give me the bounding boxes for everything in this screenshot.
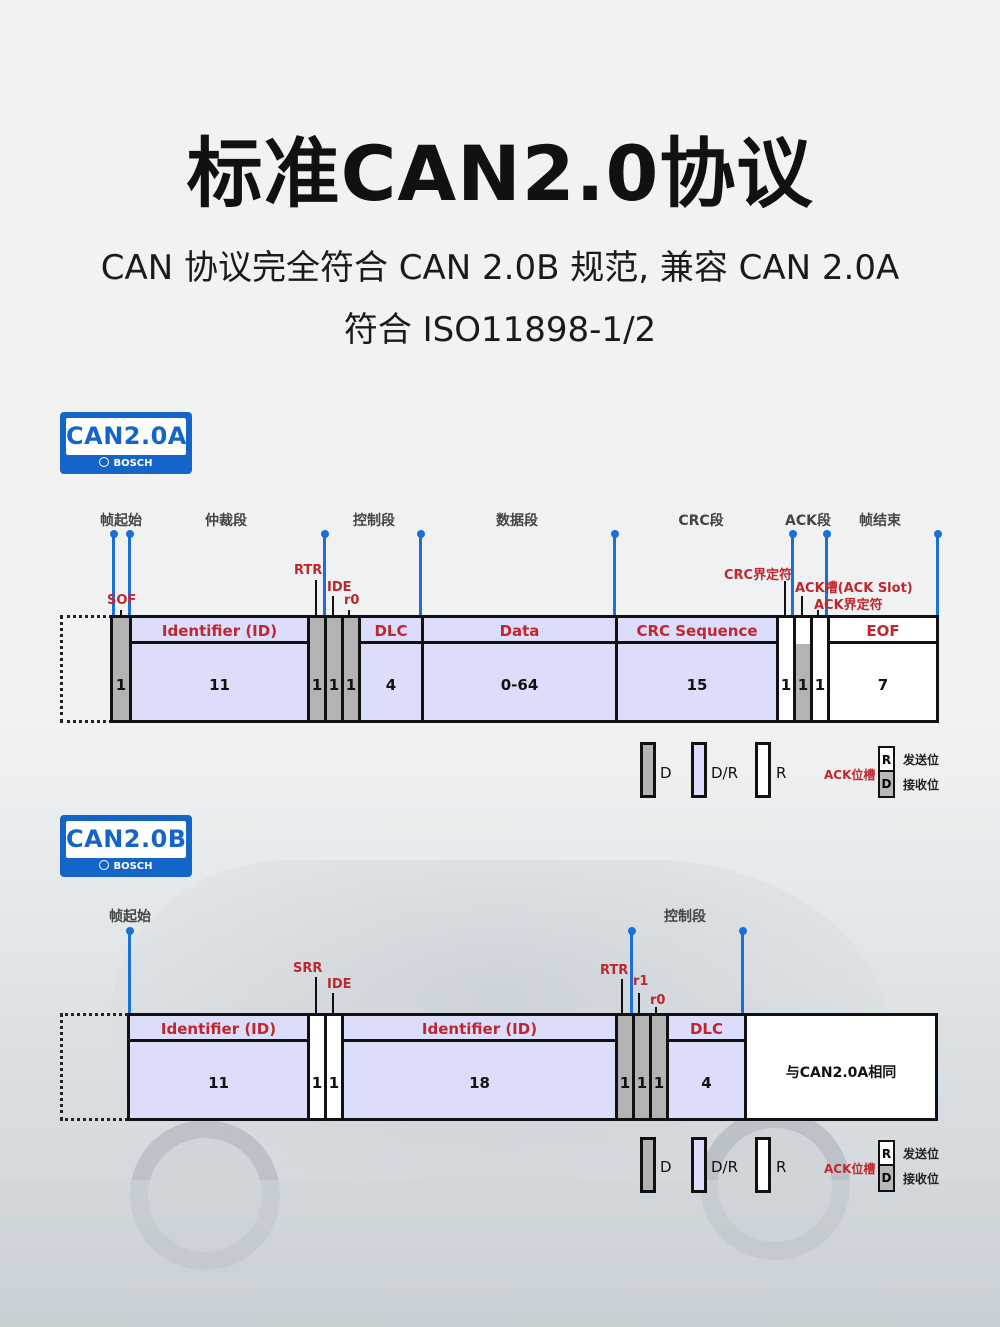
- page-title: 标准CAN2.0协议: [186, 129, 814, 218]
- can20a-badge: CAN2.0A BOSCH: [60, 412, 192, 474]
- field-same-as-20a: 与CAN2.0A相同: [747, 1016, 935, 1118]
- arrow-line: [332, 596, 334, 624]
- bus-idle-area: [60, 615, 112, 723]
- legend-dominant-label: D: [660, 764, 672, 782]
- arrow-line: [621, 979, 623, 1021]
- can20a-frame: 1 Identifier (ID) 11 1 1 1 DLC 4 Data 0-…: [110, 615, 939, 723]
- field-rtr: 1: [310, 618, 327, 720]
- background-road: [0, 1180, 1000, 1327]
- field-crc-sequence: CRC Sequence 15: [618, 618, 779, 720]
- field-identifier-base: Identifier (ID) 11: [130, 1016, 310, 1118]
- field-srr: 1: [310, 1016, 327, 1118]
- segment-marker-line: [613, 534, 616, 640]
- bit-label-r1: r1: [633, 974, 649, 989]
- field-r1: 1: [635, 1016, 652, 1118]
- bosch-logo-icon: [99, 860, 110, 870]
- bit-label-ide: IDE: [327, 580, 352, 595]
- field-ack-slot: 1: [796, 618, 813, 720]
- field-crc-delimiter: 1: [779, 618, 796, 720]
- segment-marker-line: [825, 534, 828, 640]
- legend-dominant-swatch: [640, 1137, 656, 1193]
- legend-recessive-label: R: [776, 1158, 787, 1176]
- field-r0: 1: [652, 1016, 669, 1118]
- legend-ack-slot: R D: [878, 1140, 895, 1192]
- segment-label-sof: 帧起始: [100, 513, 142, 529]
- segment-label-sof: 帧起始: [109, 909, 151, 925]
- field-identifier-extended: Identifier (ID) 18: [344, 1016, 618, 1118]
- segment-label-eof: 帧结束: [859, 513, 901, 529]
- legend-recessive-swatch: [755, 742, 771, 798]
- segment-marker-line: [323, 534, 326, 640]
- field-identifier: Identifier (ID) 11: [132, 618, 310, 720]
- subtitle-line-1: CAN 协议完全符合 CAN 2.0B 规范, 兼容 CAN 2.0A: [100, 248, 900, 288]
- arrow-line: [332, 993, 334, 1021]
- badge-label: CAN2.0A: [66, 418, 186, 455]
- legend-recessive-label: R: [776, 764, 787, 782]
- arrow-line: [638, 993, 640, 1021]
- segment-label-control: 控制段: [664, 909, 706, 925]
- field-eof: EOF 7: [830, 618, 936, 720]
- can20b-frame: Identifier (ID) 11 1 1 Identifier (ID) 1…: [127, 1013, 938, 1121]
- field-ide: 1: [327, 1016, 344, 1118]
- segment-marker-line: [630, 931, 633, 1013]
- field-data: Data 0-64: [424, 618, 618, 720]
- can20b-badge: CAN2.0B BOSCH: [60, 815, 192, 877]
- segment-label-control: 控制段: [353, 513, 395, 529]
- legend-ack-title: ACK位槽: [824, 768, 876, 782]
- field-dlc: DLC 4: [669, 1016, 747, 1118]
- arrow-line: [801, 596, 803, 624]
- bit-label-sof: SOF: [107, 593, 137, 608]
- segment-label-crc: CRC段: [678, 513, 724, 529]
- legend-receive-bit: 接收位: [903, 1172, 940, 1186]
- bosch-logo-icon: [99, 457, 110, 467]
- segment-marker-line: [936, 534, 939, 618]
- legend-receive-bit: 接收位: [903, 778, 940, 792]
- field-ide: 1: [327, 618, 344, 720]
- bit-label-rtr: RTR: [600, 963, 629, 978]
- badge-label: CAN2.0B: [66, 821, 186, 858]
- bit-label-ack-delimiter: ACK界定符: [814, 598, 883, 613]
- arrow-line: [315, 977, 317, 1021]
- legend-dr-swatch: [691, 742, 707, 798]
- field-dlc: DLC 4: [361, 618, 424, 720]
- bit-label-ack-slot: ACK槽(ACK Slot): [795, 581, 913, 596]
- bit-label-ide: IDE: [327, 977, 352, 992]
- legend-dr-swatch: [691, 1137, 707, 1193]
- badge-brand: BOSCH: [60, 859, 192, 875]
- legend-send-bit: 发送位: [903, 753, 940, 767]
- legend-ack-slot: R D: [878, 746, 895, 798]
- field-rtr: 1: [618, 1016, 635, 1118]
- segment-marker-line: [128, 931, 131, 1013]
- field-sof: 1: [113, 618, 132, 720]
- badge-brand: BOSCH: [60, 456, 192, 472]
- bit-label-r0: r0: [650, 993, 666, 1008]
- bit-label-r0: r0: [344, 593, 360, 608]
- bit-label-rtr: RTR: [294, 563, 323, 578]
- legend-dominant-swatch: [640, 742, 656, 798]
- arrow-line: [784, 581, 786, 624]
- arrow-line: [315, 580, 317, 624]
- subtitle-line-2: 符合 ISO11898-1/2: [343, 310, 657, 350]
- segment-marker-line: [128, 534, 131, 640]
- legend-dr-label: D/R: [711, 1158, 739, 1176]
- legend-dr-label: D/R: [711, 764, 739, 782]
- segment-label-arbitration: 仲裁段: [205, 513, 247, 529]
- legend-ack-title: ACK位槽: [824, 1162, 876, 1176]
- segment-marker-line: [419, 534, 422, 640]
- bus-idle-area: [60, 1013, 128, 1121]
- segment-marker-line: [741, 931, 744, 1013]
- segment-marker-line: [791, 534, 794, 640]
- segment-label-data: 数据段: [496, 513, 538, 529]
- segment-marker-line: [112, 534, 115, 640]
- legend-dominant-label: D: [660, 1158, 672, 1176]
- field-r0: 1: [344, 618, 361, 720]
- field-ack-delimiter: 1: [813, 618, 830, 720]
- bit-label-srr: SRR: [293, 961, 323, 976]
- segment-label-ack: ACK段: [785, 513, 831, 529]
- bit-label-crc-delimiter: CRC界定符: [724, 568, 793, 583]
- legend-send-bit: 发送位: [903, 1147, 940, 1161]
- legend-recessive-swatch: [755, 1137, 771, 1193]
